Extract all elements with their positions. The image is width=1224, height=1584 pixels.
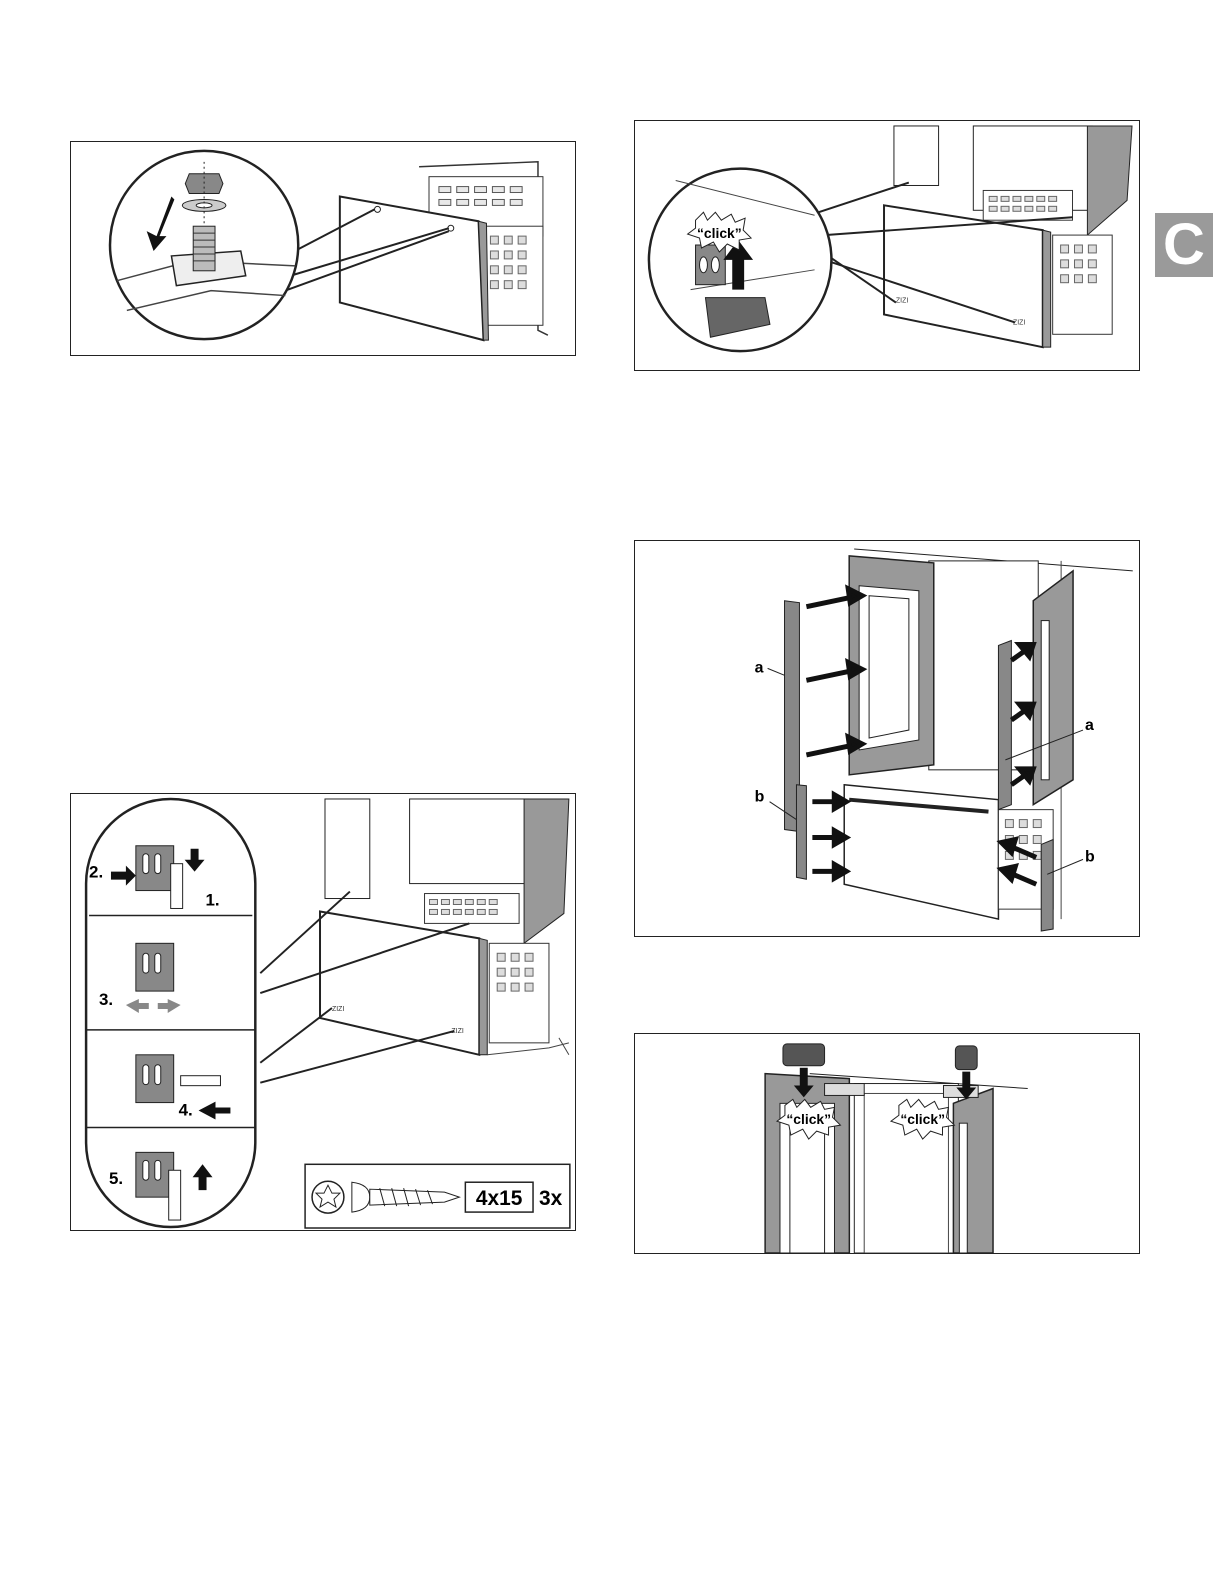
figure-screw-steps: ZIZI ZIZI 2. 1. 3. 4. bbox=[70, 793, 576, 1231]
screw-steps-illustration: ZIZI ZIZI 2. 1. 3. 4. bbox=[71, 794, 575, 1230]
step-2-label: 2. bbox=[89, 863, 103, 882]
trims-illustration: a a b b bbox=[635, 541, 1139, 936]
section-tab-letter: C bbox=[1155, 213, 1213, 277]
svg-text:ZIZI: ZIZI bbox=[896, 298, 908, 305]
step-3-label: 3. bbox=[99, 990, 113, 1009]
screw-size: 4x15 bbox=[476, 1187, 523, 1210]
svg-text:ZIZI: ZIZI bbox=[332, 1006, 344, 1013]
click-label-left: “click” bbox=[786, 1111, 831, 1127]
figure-clip-click: ZIZI ZIZI “click” bbox=[634, 120, 1140, 371]
trim-b-left-label: b bbox=[755, 789, 765, 806]
figure-trims: a a b b bbox=[634, 540, 1140, 937]
step-5-label: 5. bbox=[109, 1169, 123, 1188]
screw-quantity: 3x bbox=[539, 1187, 563, 1210]
trim-a-left-label: a bbox=[755, 659, 764, 676]
clip-click-illustration: ZIZI ZIZI “click” bbox=[635, 121, 1139, 370]
svg-text:ZIZI: ZIZI bbox=[1013, 319, 1025, 326]
step-1-label: 1. bbox=[206, 890, 220, 909]
caps-click-illustration: “click” “click” bbox=[635, 1034, 1139, 1253]
trim-a-right-label: a bbox=[1085, 717, 1094, 734]
nut-mount-illustration bbox=[71, 142, 575, 355]
figure-nut-mount bbox=[70, 141, 576, 356]
section-tab: C bbox=[1155, 213, 1213, 277]
click-label: “click” bbox=[697, 225, 742, 241]
figure-caps-click: “click” “click” bbox=[634, 1033, 1140, 1254]
step-4-label: 4. bbox=[179, 1101, 193, 1120]
trim-b-right-label: b bbox=[1085, 848, 1095, 865]
click-label-right: “click” bbox=[900, 1111, 945, 1127]
